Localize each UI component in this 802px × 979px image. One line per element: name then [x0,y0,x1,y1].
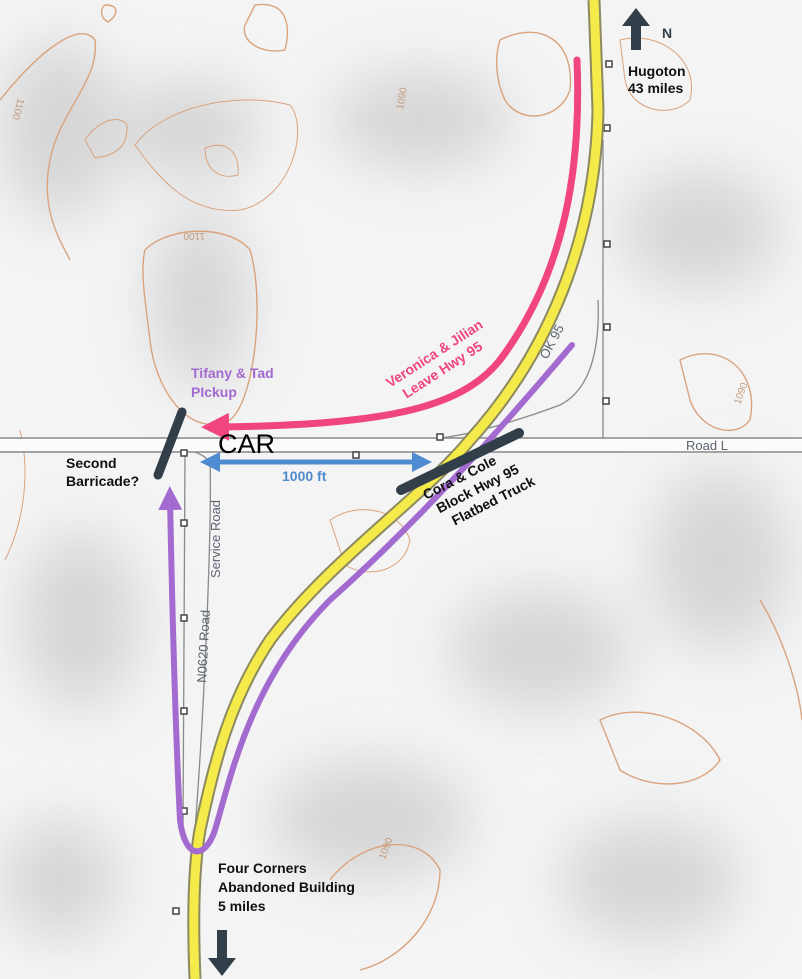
four-corners-label: Four Corners Abandoned Building 5 miles [218,860,359,914]
n0620-road-label: N0620 Road [194,609,213,683]
north-label: N [662,25,672,41]
barricade-label-line: Barricade? [66,473,139,489]
second-barricade [153,407,187,480]
road-l-label: Road L [686,438,728,453]
highway-ok95 [189,0,603,979]
second-barricade-label: Second Barricade? [66,455,139,489]
car-label: CAR [218,429,275,459]
four-corners-name: Four Corners [218,860,307,876]
tifany-tad-label: Tifany & Tad PIckup [191,365,278,400]
south-arrow-icon [208,930,236,976]
four-corners-building: Abandoned Building [218,879,355,895]
barricade-label-line: Second [66,455,117,471]
contour-label: 1100 [9,97,25,121]
distance-label: 1000 ft [282,468,327,484]
contour-lines [0,3,802,971]
terrain-shading [0,40,790,940]
hugoton-distance: 43 miles [628,80,683,96]
flatbed-truck-barricade [396,428,524,495]
contour-label: 1100 [183,230,205,241]
purple-route-arrow [158,342,575,855]
tifany-label-line: PIckup [191,384,237,400]
tifany-label-line: Tifany & Tad [191,365,274,381]
four-corners-distance: 5 miles [218,898,266,914]
contour-label: 1090 [395,86,410,110]
pink-route-arrow [201,56,582,441]
hugoton-label: Hugoton 43 miles [628,63,689,96]
hugoton-name: Hugoton [628,63,686,79]
north-arrow-icon [622,8,650,50]
service-road-label: Service Road [208,500,223,578]
